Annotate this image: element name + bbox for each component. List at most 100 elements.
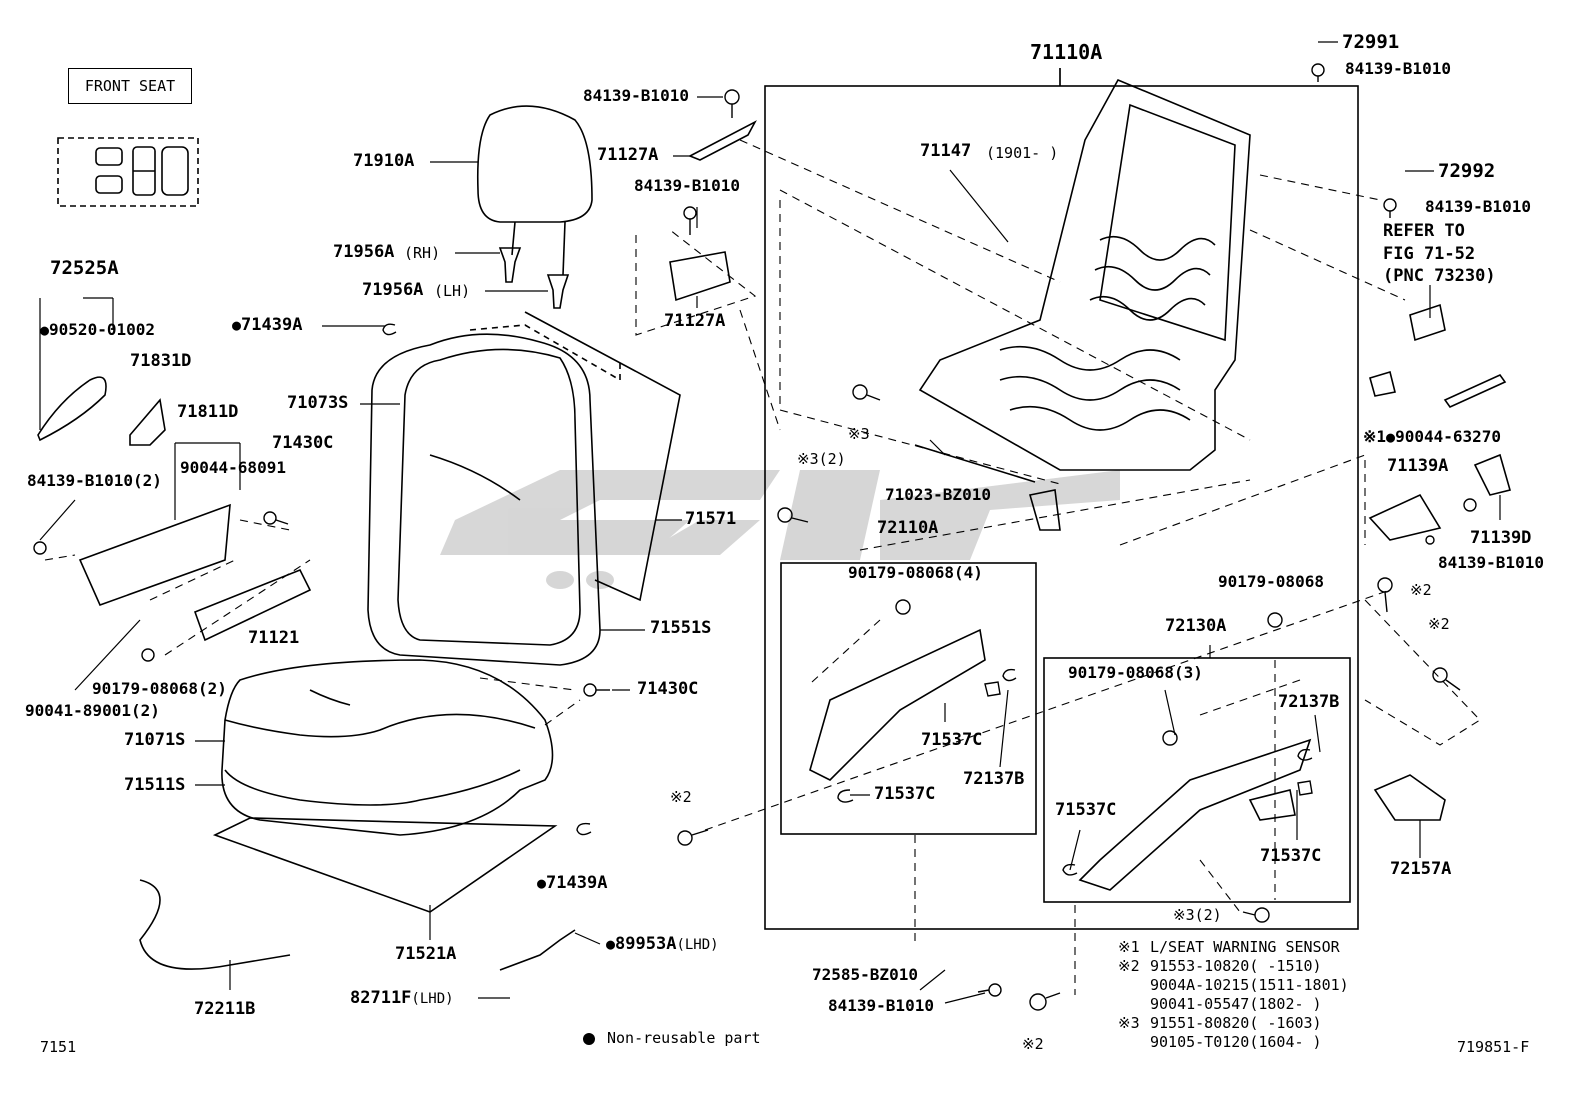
label-84139-bot[interactable]: 84139-B1010	[828, 996, 934, 1015]
label-82711F[interactable]: 82711F(LHD)	[350, 990, 454, 1007]
label-71127A-b[interactable]: 71127A	[664, 311, 726, 331]
label-90179-4[interactable]: 90179-08068(4)	[848, 563, 983, 582]
note-x2-c: ※2	[670, 788, 692, 806]
label-71956A-lh[interactable]: 71956A	[362, 280, 424, 300]
refer-line-3: (PNC 73230)	[1383, 266, 1496, 286]
label-71073S[interactable]: 71073S	[287, 393, 349, 413]
label-71956A-rh[interactable]: 71956A	[333, 242, 395, 262]
note-text: 91553-10820( -1510)	[1150, 957, 1322, 975]
label-71439A-b-text: 71439A	[546, 873, 608, 893]
label-89953A[interactable]: ●89953A(LHD)	[606, 934, 719, 954]
label-72137B-a[interactable]: 72137B	[1278, 692, 1340, 712]
label-84139-r2[interactable]: 84139-B1010	[1438, 553, 1544, 572]
seat-position-icon	[57, 137, 199, 207]
label-90179-2[interactable]: 90179-08068(2)	[92, 679, 227, 698]
label-72157A[interactable]: 72157A	[1390, 859, 1452, 879]
note-x3-2: ※3(2)	[797, 450, 846, 468]
label-84139-left[interactable]: 84139-B1010	[583, 86, 689, 105]
note-row: ※1 L/SEAT WARNING SENSOR	[1118, 938, 1349, 957]
note-x2-d: ※2	[1022, 1035, 1044, 1053]
figure-code: 719851-F	[1457, 1038, 1530, 1056]
label-71537C-a[interactable]: 71537C	[921, 730, 983, 750]
label-72992[interactable]: 72992	[1438, 160, 1496, 182]
note-row: 90041-05547(1802- )	[1118, 995, 1349, 1014]
label-71430C-a[interactable]: 71430C	[272, 433, 334, 453]
label-90041[interactable]: 90041-89001(2)	[25, 701, 160, 720]
note-text: 9004A-10215(1511-1801)	[1150, 976, 1349, 994]
label-71147-range: (1901- )	[986, 144, 1059, 162]
refer-line-1: REFER TO	[1383, 221, 1465, 241]
label-72525A[interactable]: 72525A	[50, 257, 119, 279]
seat-frame-assembly	[918, 78, 1251, 471]
label-71023[interactable]: 71023-BZ010	[885, 485, 991, 504]
label-71139A[interactable]: 71139A	[1387, 456, 1449, 476]
label-84139-x2[interactable]: 84139-B1010(2)	[27, 471, 162, 490]
headrest	[476, 105, 593, 309]
lhd-note-a: (LHD)	[676, 937, 719, 953]
label-71831D[interactable]: 71831D	[130, 351, 192, 371]
note-mark: ※1	[1118, 938, 1140, 956]
note-text: 91551-80820( -1603)	[1150, 1014, 1322, 1032]
label-71439A-a[interactable]: ●71439A	[232, 315, 303, 335]
diagram-title: FRONT SEAT	[68, 68, 192, 104]
label-84139-r[interactable]: 84139-B1010	[1425, 197, 1531, 216]
label-84139-mid[interactable]: 84139-B1010	[634, 176, 740, 195]
label-72137B-b[interactable]: 72137B	[963, 769, 1025, 789]
label-84139-top[interactable]: 84139-B1010	[1345, 59, 1451, 78]
label-71439A-a-text: 71439A	[241, 315, 303, 335]
note-row: ※3 91551-80820( -1603)	[1118, 1014, 1349, 1033]
leader-lines	[39, 41, 1501, 1004]
label-72991[interactable]: 72991	[1342, 31, 1400, 53]
lh-note: (LH)	[434, 282, 471, 300]
label-71139D[interactable]: 71139D	[1470, 528, 1532, 548]
label-71537C-d[interactable]: 71537C	[1260, 846, 1322, 866]
label-72211B[interactable]: 72211B	[194, 999, 256, 1019]
note-mark: ※3	[1118, 1014, 1140, 1032]
seat-cushion-assembly	[212, 659, 558, 913]
label-90179-3[interactable]: 90179-08068(3)	[1068, 663, 1203, 682]
label-90520-text: 90520-01002	[49, 320, 155, 339]
label-71551S[interactable]: 71551S	[650, 618, 712, 638]
label-90044-63270[interactable]: ※1●90044-63270	[1363, 427, 1502, 446]
label-90044-63270-text: 90044-63270	[1395, 427, 1502, 446]
title-text: FRONT SEAT	[84, 77, 176, 95]
note-text: L/SEAT WARNING SENSOR	[1150, 938, 1340, 956]
label-72130A[interactable]: 72130A	[1165, 616, 1227, 636]
lhd-note-b: (LHD)	[411, 991, 454, 1007]
label-71121[interactable]: 71121	[248, 628, 300, 648]
label-71071S[interactable]: 71071S	[124, 730, 186, 750]
label-71521A[interactable]: 71521A	[395, 944, 457, 964]
page-code: 7151	[40, 1038, 77, 1056]
label-71110A[interactable]: 71110A	[1030, 40, 1103, 64]
label-71430C-b[interactable]: 71430C	[637, 679, 699, 699]
note-row: 90105-T0120(1604- )	[1118, 1033, 1349, 1052]
refer-line-2[interactable]: FIG 71-52	[1383, 244, 1476, 264]
label-71537C-b[interactable]: 71537C	[874, 784, 936, 804]
small-parts	[37, 120, 1511, 971]
note-mark: ※2	[1118, 957, 1140, 975]
label-71537C-c[interactable]: 71537C	[1055, 800, 1117, 820]
label-71571[interactable]: 71571	[685, 509, 737, 529]
label-71910A[interactable]: 71910A	[353, 151, 415, 171]
rh-note: (RH)	[404, 244, 441, 262]
label-82711F-text: 82711F	[350, 988, 412, 1008]
label-72110A[interactable]: 72110A	[877, 518, 939, 538]
label-71147[interactable]: 71147	[920, 141, 972, 161]
label-90520[interactable]: ●90520-01002	[40, 320, 155, 339]
note-x2-b: ※2	[1428, 615, 1450, 633]
label-72585[interactable]: 72585-BZ010	[812, 965, 918, 984]
clips	[382, 323, 1313, 876]
label-90179-single[interactable]: 90179-08068	[1218, 572, 1324, 591]
note-row: ※2 91553-10820( -1510)	[1118, 957, 1349, 976]
label-71127A-a[interactable]: 71127A	[597, 145, 659, 165]
label-71439A-b[interactable]: ●71439A	[537, 873, 608, 893]
label-71511S[interactable]: 71511S	[124, 775, 186, 795]
note-x3: ※3	[848, 425, 870, 443]
dashed-connectors	[44, 139, 1481, 995]
label-90044-68091[interactable]: 90044-68091	[180, 458, 286, 477]
label-71811D[interactable]: 71811D	[177, 402, 239, 422]
legend-text: Non-reusable part	[607, 1029, 761, 1047]
seat-back-assembly	[367, 311, 681, 666]
